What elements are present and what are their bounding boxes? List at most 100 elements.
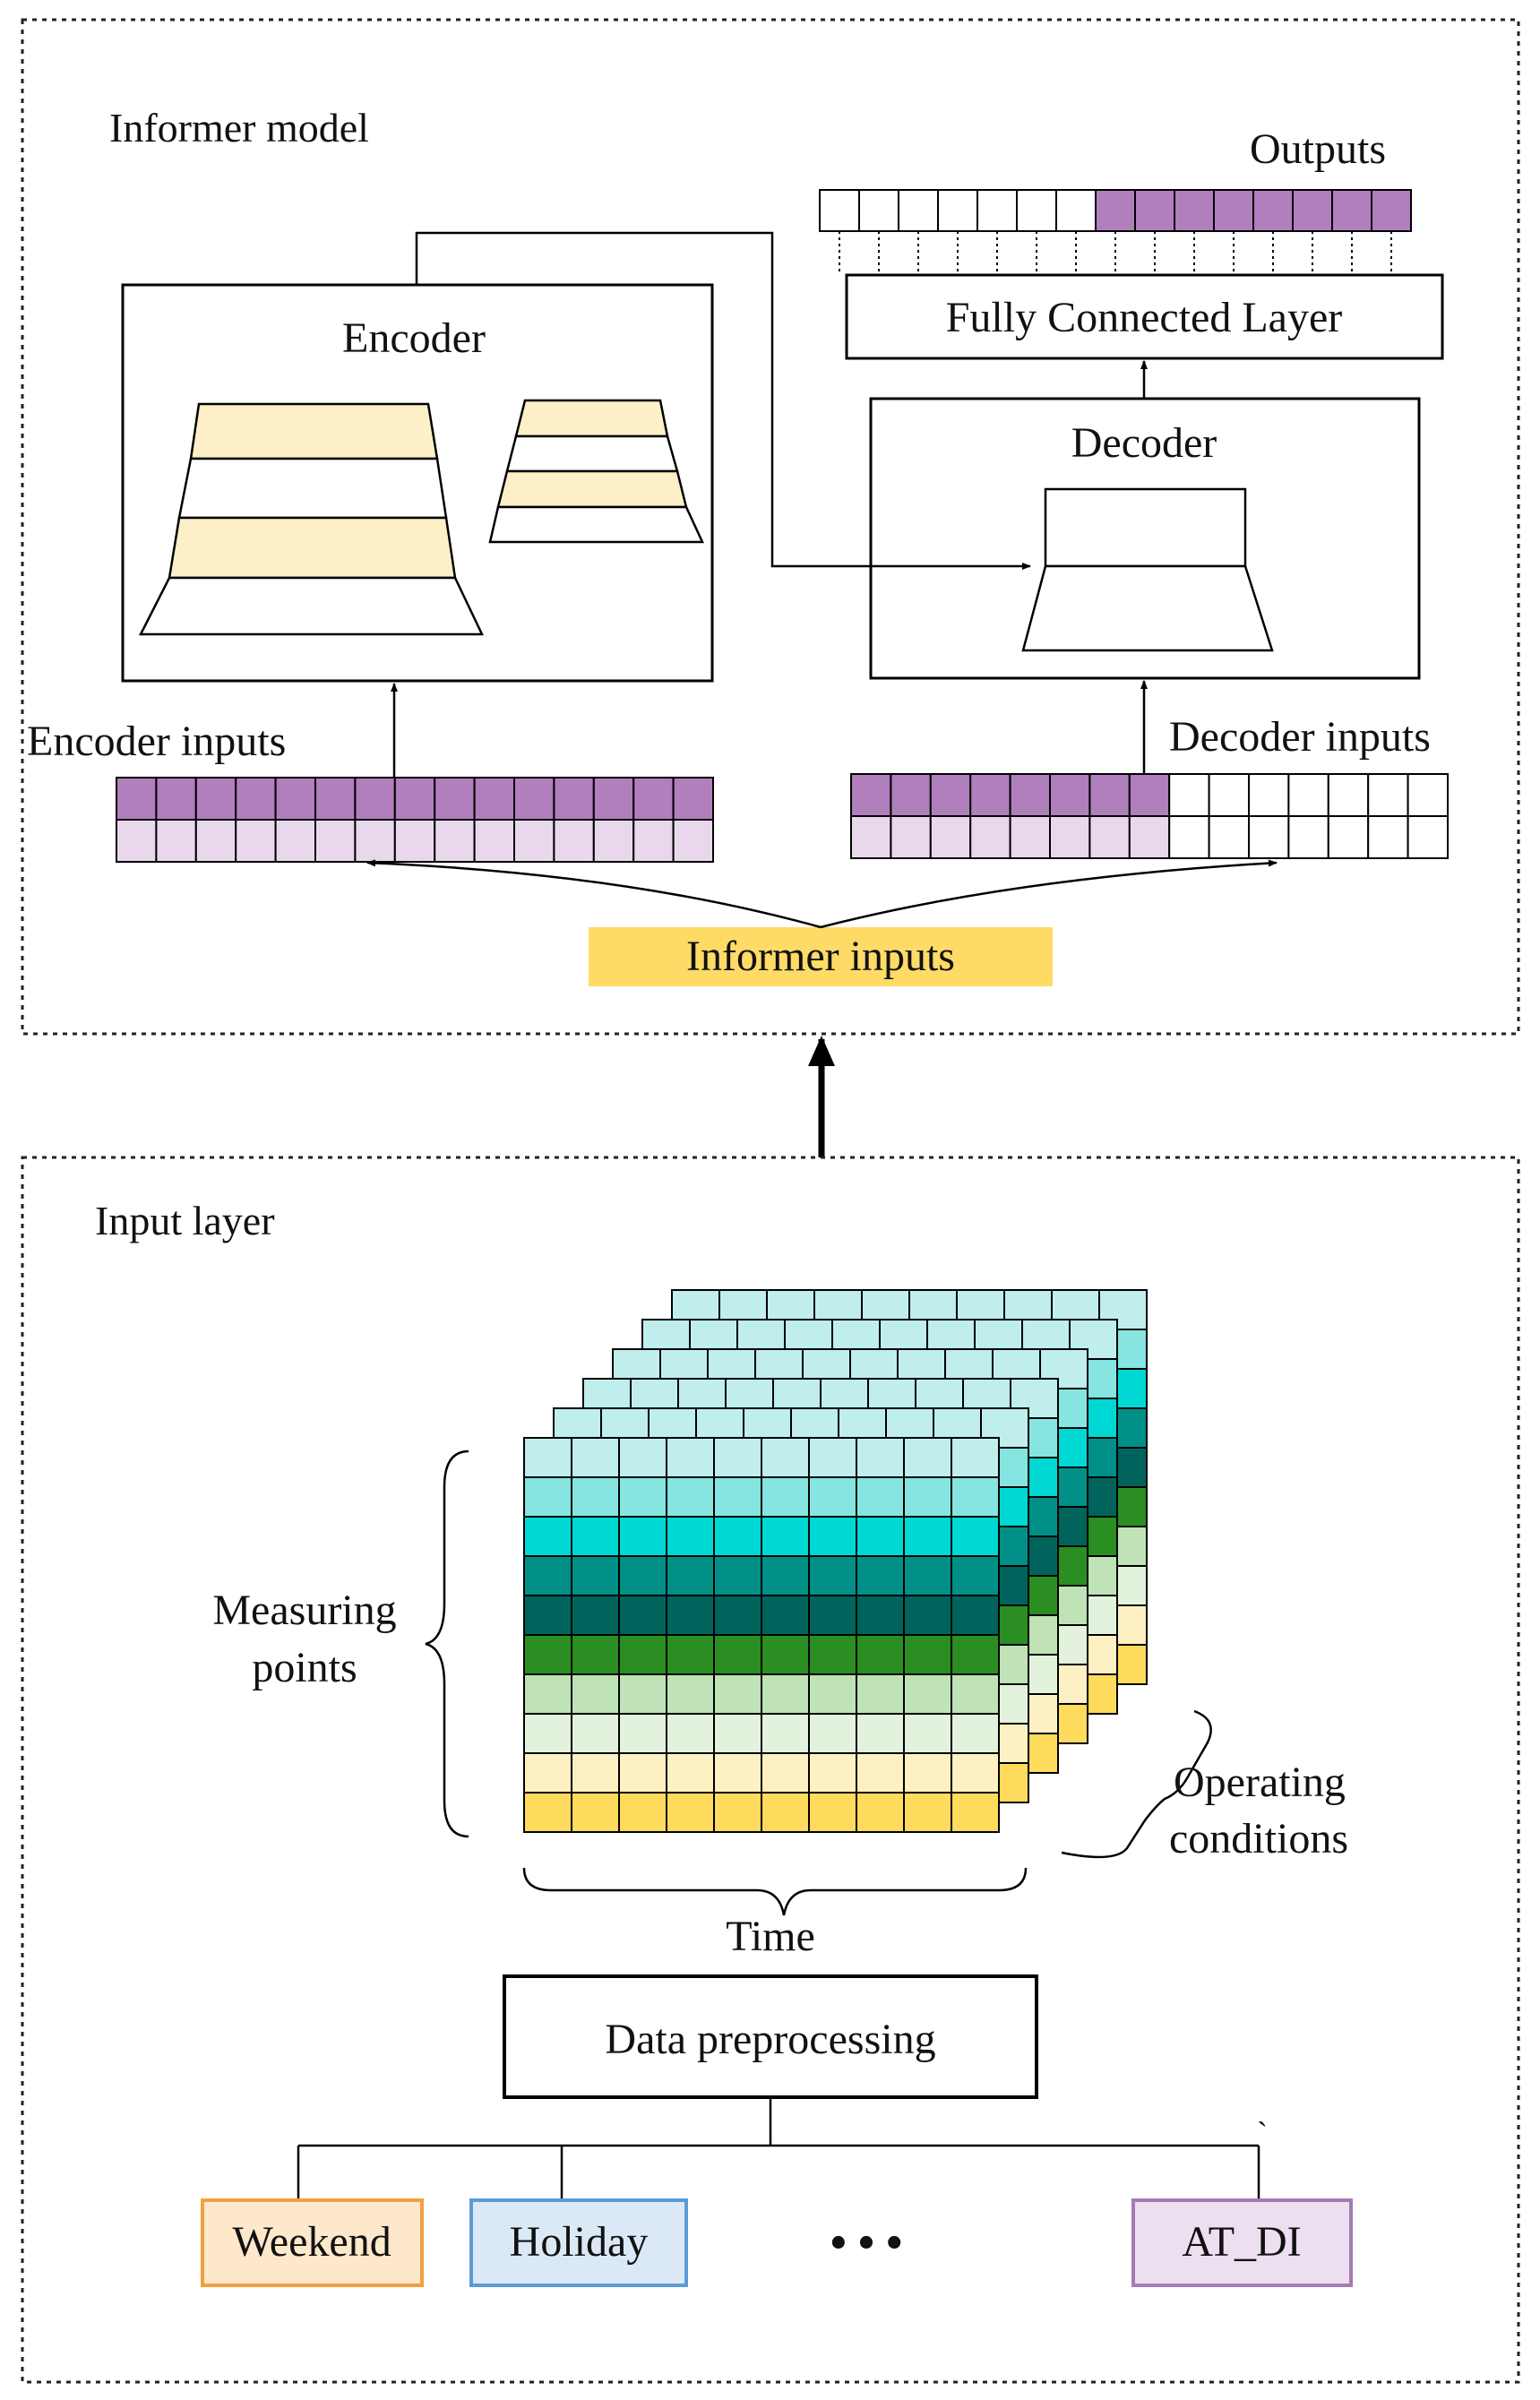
cube-cell [856,1516,905,1557]
decoder-block [1021,487,1274,652]
cube-cell [903,1595,952,1636]
cube-cell [856,1437,905,1478]
cube-cell [571,1555,620,1596]
output-cell [898,189,939,232]
encoder-stack-small [488,399,704,544]
feature-weekend-box [201,2198,424,2287]
informer-inputs-to-decoder-arrow [820,859,1278,929]
decoder-input-cell [1088,815,1131,859]
cube-cell [951,1792,1000,1833]
decoder-input-cell [1088,773,1131,817]
cube-cell [951,1713,1000,1754]
informer-inputs-to-encoder-arrow [366,859,822,929]
cube-cell [713,1792,762,1833]
encoder-input-cell [194,777,237,821]
cube-layer [523,1437,1000,1833]
decoder-input-cell [1287,815,1329,859]
cube-cell [571,1516,620,1557]
cube-cell [523,1713,572,1754]
cube-cell [618,1634,667,1675]
cube-cell [903,1752,952,1794]
input-layer-panel [21,1156,1520,2384]
decoder-input-cell [1049,815,1091,859]
cube-cell [713,1752,762,1794]
output-cell [1292,189,1333,232]
cube-cell [523,1516,572,1557]
operating-conditions-label-line2: conditions [1169,1815,1348,1862]
encoder-input-cell [314,777,357,821]
cube-cell [618,1752,667,1794]
cube-cell [523,1752,572,1794]
outputs-cell-strip [819,189,1412,232]
cube-cell [761,1634,810,1675]
encoder-input-cell [632,819,675,863]
outputs-dotted-connectors [839,231,1392,275]
encoder-input-cell [672,819,714,863]
decoder-input-cell [1248,773,1290,817]
encoder-input-cell [155,819,197,863]
cube-cell [808,1476,857,1518]
cube-cell [856,1752,905,1794]
cube-cell [713,1476,762,1518]
cube-cell [666,1713,715,1754]
ellipsis-more-features: • • • [830,2217,903,2268]
encoder-input-cell [513,777,555,821]
decoder-input-cell [1407,773,1449,817]
cube-cell [571,1437,620,1478]
outputs-label: Outputs [1250,125,1386,173]
cube-cell [571,1713,620,1754]
cube-cell [618,1437,667,1478]
decoder-input-cell [1208,773,1250,817]
cube-cell [761,1516,810,1557]
input-layer-title: Input layer [95,1198,275,1243]
encoder-input-cell [553,819,595,863]
cube-cell [571,1673,620,1715]
cube-cell [523,1792,572,1833]
cube-cell [856,1634,905,1675]
informer-model-title: Informer model [109,105,369,151]
cube-cell [903,1437,952,1478]
encoder-input-cell [116,819,158,863]
decoder-input-cell [890,773,932,817]
encoder-input-cell [473,819,515,863]
output-cell [937,189,978,232]
cube-cell [808,1713,857,1754]
cube-cell [761,1673,810,1715]
cube-cell [666,1555,715,1596]
cube-cell [666,1595,715,1636]
informer-inputs-box [589,927,1053,986]
feature-weekend-label: Weekend [232,2218,391,2266]
operating-conditions-label-line1: Operating [1174,1759,1346,1806]
cube-cell [618,1476,667,1518]
output-cell [1134,189,1175,232]
cube-cell [808,1673,857,1715]
encoder-inputs-label: Encoder inputs [27,718,286,765]
decoder-input-cell [969,815,1011,859]
cube-cell [523,1555,572,1596]
encoder-input-cell [672,777,714,821]
feature-holiday-label: Holiday [510,2218,649,2266]
cube-cell [618,1555,667,1596]
cube-cell [951,1634,1000,1675]
output-cell [1371,189,1412,232]
cube-cell [808,1752,857,1794]
cube-cell [808,1634,857,1675]
encoder-input-cell [354,819,396,863]
cube-cell [713,1516,762,1557]
stray-backtick-mark: ` [1257,2115,1268,2151]
cube-cell [618,1595,667,1636]
decoder-label: Decoder [1071,419,1217,467]
encoder-input-cell [235,819,277,863]
operating-conditions-brace [1061,1709,1212,1859]
encoder-input-cell [194,819,237,863]
cube-cell [761,1437,810,1478]
cube-cell [523,1634,572,1675]
decoder-input-cell [850,773,892,817]
decoder-input-cell [1248,815,1290,859]
decoder-input-cell [929,773,972,817]
encoder-input-cell [274,777,317,821]
encoder-to-decoder-connector [415,231,1031,570]
encoder-input-cell [473,777,515,821]
time-label: Time [726,1913,815,1960]
cube-cell [903,1792,952,1833]
